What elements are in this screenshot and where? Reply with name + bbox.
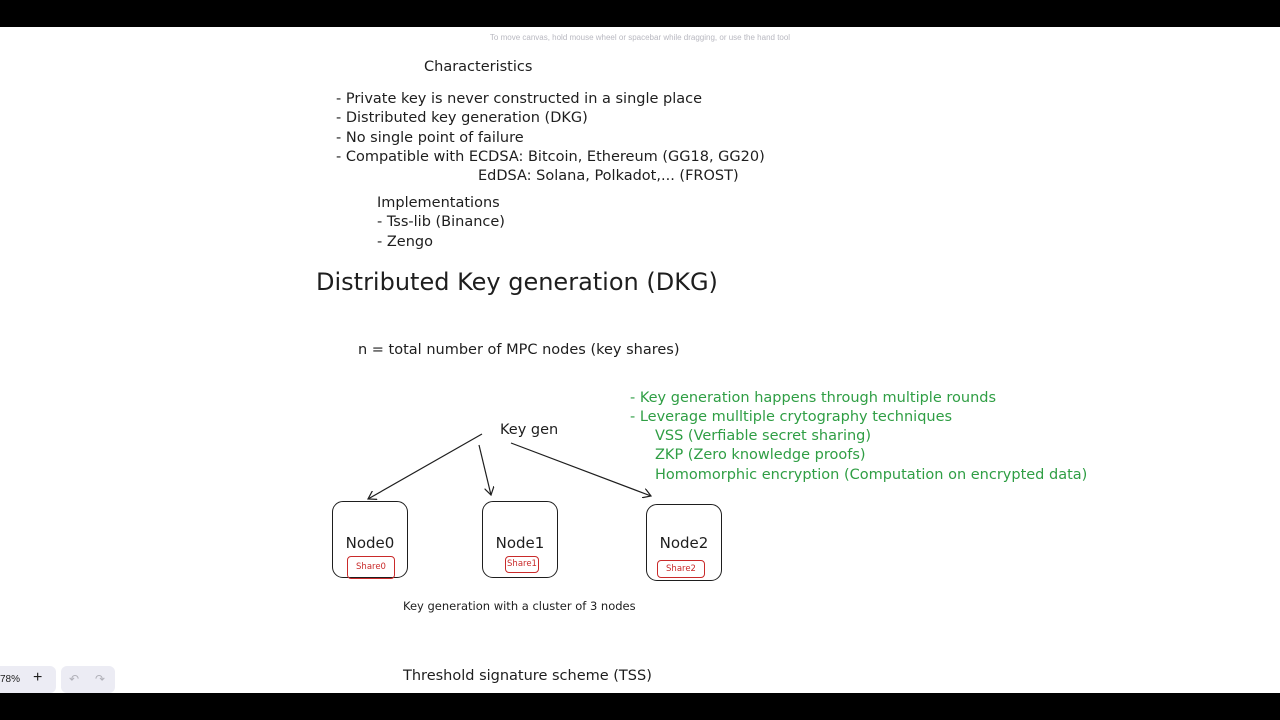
characteristics-line: EdDSA: Solana, Polkadot,... (FROST) [478,168,739,184]
note-line: ZKP (Zero knowledge proofs) [655,447,866,463]
zoom-level[interactable]: 78% [0,674,21,685]
note-line: Homomorphic encryption (Computation on e… [655,467,1088,483]
implementations-heading: Implementations [377,195,500,211]
diagram-caption: Key generation with a cluster of 3 nodes [403,599,636,613]
zoom-controls: 78% + [0,666,56,693]
node-label: Node0 [345,534,395,552]
node2-box[interactable]: Node2 Share2 [646,504,722,581]
node1-box[interactable]: Node1 Share1 [482,501,558,578]
zoom-in-button[interactable]: + [33,669,43,686]
node0-box[interactable]: Node0 Share0 [332,501,408,579]
arrow-to-node1 [478,444,491,495]
undo-redo-controls: ↶ ↷ [61,666,115,693]
undo-icon[interactable]: ↶ [69,672,80,686]
node-label: Node1 [495,534,545,552]
canvas-hint: To move canvas, hold mouse wheel or spac… [489,33,791,42]
arrow-to-node0 [368,433,483,499]
whiteboard-canvas[interactable]: To move canvas, hold mouse wheel or spac… [0,27,1280,693]
share-badge: Share2 [657,560,705,578]
implementation-item: - Tss-lib (Binance) [377,214,505,230]
n-definition: n = total number of MPC nodes (key share… [358,342,680,358]
key-gen-label: Key gen [500,422,559,438]
note-line: VSS (Verfiable secret sharing) [655,428,872,444]
node-label: Node2 [659,534,709,552]
redo-icon[interactable]: ↷ [95,672,106,686]
implementation-item: - Zengo [377,234,433,250]
tss-title: Threshold signature scheme (TSS) [403,668,652,684]
note-line: - Leverage mulltiple crytography techniq… [630,409,953,425]
characteristics-line: - Compatible with ECDSA: Bitcoin, Ethere… [336,149,765,165]
diagram-arrows [0,433,1280,693]
note-line: - Key generation happens through multipl… [630,390,997,406]
share-badge: Share1 [505,556,539,573]
share-badge: Share0 [347,556,395,579]
characteristics-heading: Characteristics [424,59,533,75]
characteristics-line: - Distributed key generation (DKG) [336,110,588,126]
characteristics-line: - Private key is never constructed in a … [336,91,703,107]
characteristics-line: - No single point of failure [336,130,524,146]
arrow-to-node2 [510,442,651,496]
dkg-title: Distributed Key generation (DKG) [316,268,718,296]
